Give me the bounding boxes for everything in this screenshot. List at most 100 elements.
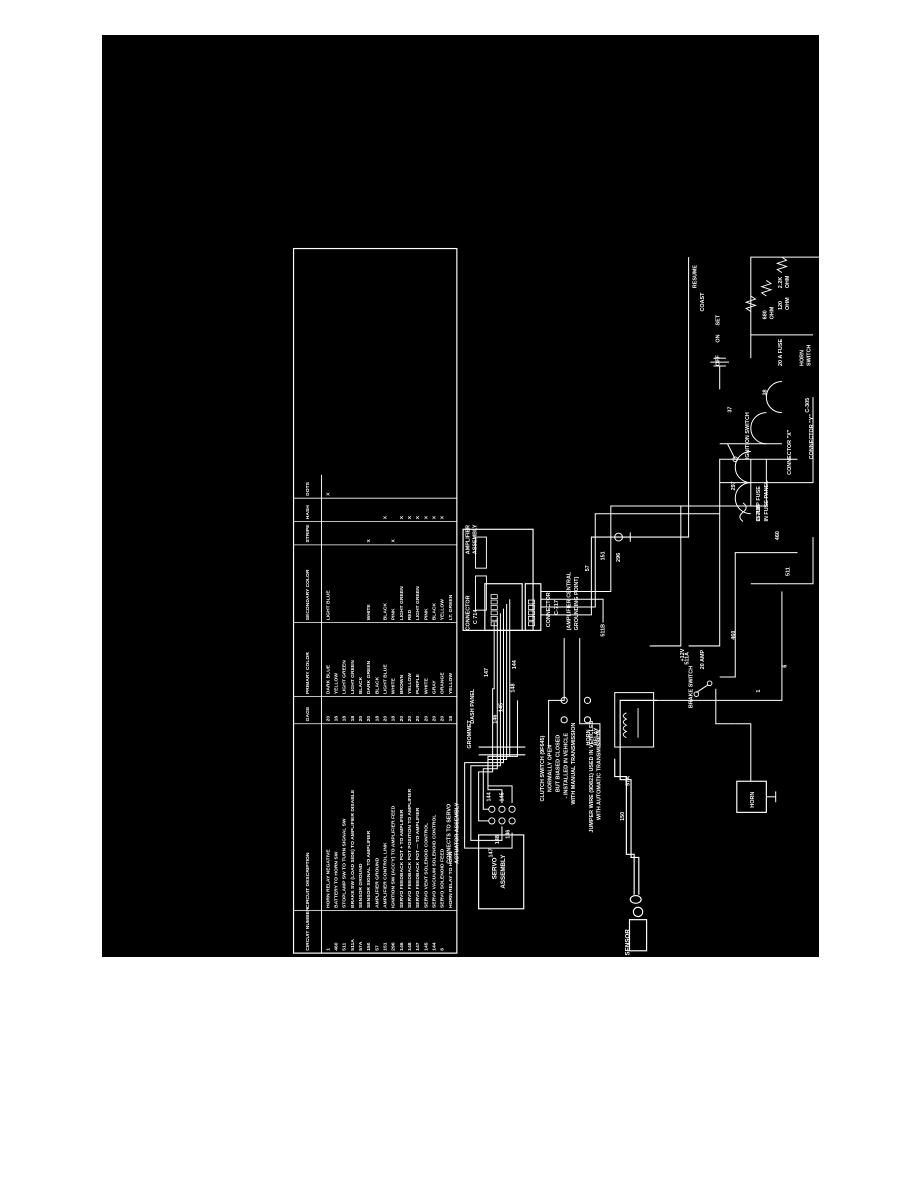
- table-cell-primary: BROWN: [399, 674, 405, 694]
- table-cell-primary: PURPLE: [415, 673, 421, 694]
- resume-label: RESUME: [692, 265, 698, 289]
- clutch-label-2: NORMALLY OPEN: [548, 745, 554, 792]
- table-cell-secondary: PINK: [423, 608, 429, 620]
- wire-145-label-b: 145: [499, 703, 505, 712]
- table-cell-gage: 20: [440, 716, 446, 722]
- table-cell-num: 145: [423, 942, 429, 951]
- c717-pin: [528, 615, 536, 621]
- table-cell-primary: LIGHT BLUE: [382, 664, 388, 694]
- fuse-ignition: 15 AMP FUSE IN FUSE PANEL 297 IGNITION S…: [710, 339, 784, 522]
- table-cell-num: 151: [382, 942, 388, 951]
- table-cell-dots: X: [325, 492, 331, 496]
- on-label: ON: [716, 334, 722, 342]
- servo-actuator-connector: CONNECTS TO SERVO ACTUATOR ASSEMBLY 147 …: [447, 792, 516, 864]
- table-cell-primary: LIGHT GREEN: [350, 660, 356, 694]
- amplifier-label-1: AMPLIFIER: [465, 525, 471, 554]
- wire-148-label-a: 148: [495, 835, 501, 844]
- coast-label: COAST: [700, 292, 706, 312]
- amp-ground-label-2: GROUNDING POINT): [574, 576, 580, 630]
- table-cell-gage: 18: [350, 716, 356, 722]
- wire-511: [750, 537, 814, 585]
- wire-146-label-b: 146: [493, 715, 499, 724]
- table-cell-gage: 20: [407, 716, 413, 722]
- c714-label-1: CONNECTOR: [465, 595, 471, 630]
- wire-511a: [649, 459, 767, 647]
- c717-wires: [540, 459, 752, 623]
- wire-151-label: 151: [601, 551, 607, 560]
- table-cell-desc: SENSOR GROUND: [358, 863, 364, 908]
- wire-150-label: 150: [620, 812, 626, 821]
- c717-pin: [528, 610, 536, 616]
- horn-label: HORN: [750, 792, 756, 808]
- wire-145-label-a: 145: [500, 792, 506, 801]
- table-cell-num: 57A: [358, 941, 364, 951]
- table-cell-gage: 20: [325, 716, 331, 722]
- turn-sig-sw-label-1: TURN SIGNAL: [820, 375, 826, 413]
- table-cell-gage: 18: [448, 716, 454, 722]
- c714-pin: [490, 610, 498, 616]
- table-header-secondary: SECONDARY COLOR: [305, 569, 311, 620]
- table-cell-primary: BLACK: [358, 676, 364, 694]
- table-cell-desc: IGNITION SW (ACC'Y) TO AMPLIFIER FEED: [391, 805, 397, 908]
- table-cell-gage: 20: [431, 716, 437, 722]
- amplifier-assembly: AMPLIFIER ASSEMBLY: [462, 524, 534, 631]
- horn: HORN: [735, 723, 777, 813]
- table-header-desc: CIRCUIT DESCRIPTION: [305, 852, 311, 908]
- pin-4: [488, 805, 496, 813]
- pin-5: [498, 805, 506, 813]
- table-cell-secondary: WHITE: [366, 604, 372, 621]
- amplifier-label-2: ASSEMBLY: [472, 524, 478, 554]
- table-cell-desc: SERVO FEEDBACK POT + TO AMPLIFIER: [399, 809, 405, 908]
- table-cell-secondary: LIGHT BLUE: [325, 590, 331, 620]
- table-cell-num: 511A: [350, 939, 356, 951]
- c717-pin: [528, 599, 536, 605]
- table-cell-hash: X: [382, 515, 388, 519]
- clutch-label-4: - INSTALLED IN VEHICLE: [563, 733, 569, 799]
- table-cell-desc: BRAKE SW (LOAD SIDE) TO AMPLIFIER DISABL…: [350, 789, 356, 908]
- horn-wire: [735, 723, 752, 782]
- wire-57a: [619, 699, 658, 895]
- table-cell-secondary: LT. GREEN: [448, 594, 454, 620]
- wire-511b-label: 511B: [601, 624, 607, 637]
- table-cell-num: 296: [391, 942, 397, 951]
- table-header-dots: DOTS: [305, 481, 311, 495]
- turn-sig-brush-label-1: TURN SIGNAL: [823, 336, 829, 374]
- table-cell-gage: 20: [358, 716, 364, 722]
- amplifier-module-1: [475, 536, 487, 569]
- r120-label-2: OHM: [785, 297, 791, 310]
- table-cell-secondary: BLACK: [382, 602, 388, 620]
- table-cell-desc: SERVO VACUUM SOLENOID CONTROL: [431, 815, 437, 908]
- clutch-label-1: CLUTCH SWITCH (9F645): [540, 735, 546, 801]
- wire-6-label: 6: [783, 665, 789, 668]
- table-cell-gage: 16: [333, 716, 339, 722]
- table-cell-primary: DARK GREEN: [366, 660, 372, 694]
- c714-pin: [490, 594, 498, 599]
- wire-57: [540, 536, 615, 616]
- wire-460a-label: 460: [731, 631, 737, 640]
- table-cell-primary: ORANGE: [440, 672, 446, 694]
- table-cell-primary: WHITE: [391, 677, 397, 694]
- connector-y: CONNECTOR "Y": [750, 412, 815, 459]
- table-cell-hash: X: [431, 515, 437, 519]
- table-cell-hash: X: [415, 515, 421, 519]
- wire-144-label-a: 144: [486, 792, 492, 801]
- servo-assembly-label-2: ASSEMBLY: [500, 854, 507, 889]
- wire-1: [719, 552, 798, 678]
- connects-label-2: ACTUATOR ASSEMBLY: [454, 802, 460, 863]
- sensor: SENSOR: [624, 906, 648, 956]
- set-label: SET: [716, 314, 722, 325]
- table-cell-num: 1: [325, 948, 331, 951]
- horn-relay-body: [614, 692, 655, 748]
- pin-1: [488, 817, 496, 825]
- table-cell-gage: 20: [399, 716, 405, 722]
- c714-wires: [493, 599, 511, 678]
- pin-3: [508, 817, 516, 825]
- horn-switch-label-1: HORN: [800, 350, 806, 366]
- off-label: OFF: [716, 354, 722, 366]
- table-cell-num: 146: [399, 942, 405, 951]
- table-cell-num: 150: [366, 942, 372, 951]
- sensor-label: SENSOR: [624, 929, 631, 956]
- c714-pin: [490, 615, 498, 621]
